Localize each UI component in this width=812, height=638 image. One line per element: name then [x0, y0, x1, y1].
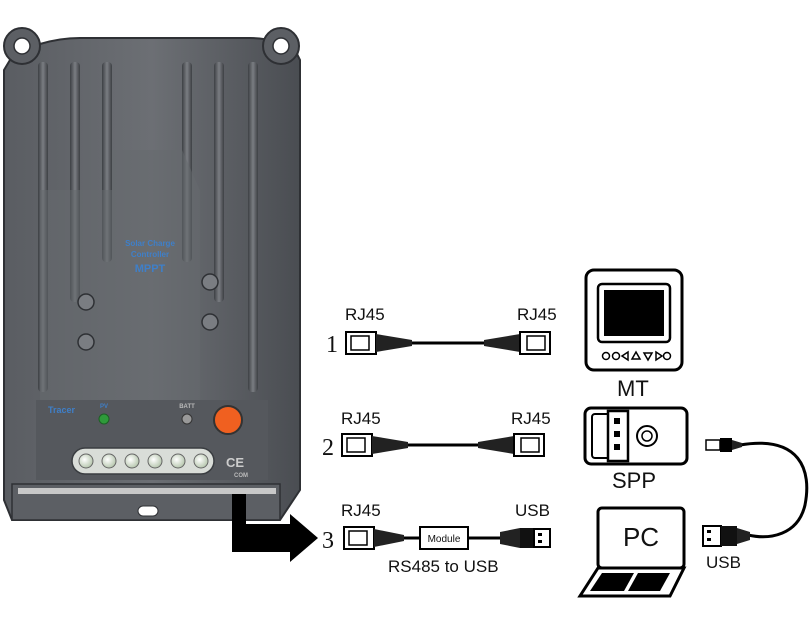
ce-mark: CE — [226, 455, 244, 470]
pv-label: PV — [100, 404, 108, 410]
setting-button[interactable] — [213, 405, 243, 435]
cable-2-left-connector-label: RJ45 — [341, 409, 381, 428]
pv-led — [98, 413, 110, 425]
com-port-slot — [18, 488, 276, 494]
rj45-plug-left — [343, 526, 404, 550]
cable-3-right-connector-label: USB — [515, 501, 550, 520]
model-label: MPPT — [135, 263, 166, 275]
pc-laptop: PC — [577, 506, 687, 598]
mounting-ear-right — [262, 27, 300, 65]
usb-a-plug — [702, 525, 750, 547]
cable-2-right-connector-label: RJ45 — [511, 409, 551, 428]
rs485-module: Module — [419, 526, 469, 550]
rj45-plug-right — [484, 331, 551, 355]
mt-button-row — [601, 350, 672, 362]
com-label: COM — [234, 473, 248, 479]
mt-device-label: MT — [617, 376, 649, 401]
series-label: Tracer — [48, 405, 76, 415]
usb-plug — [500, 528, 551, 548]
mounting-ear-left — [3, 27, 41, 65]
terminal-screws — [77, 273, 219, 351]
status-led-row — [71, 447, 215, 475]
batt-label: BATT — [179, 404, 195, 410]
cable-3-left-connector-label: RJ45 — [341, 501, 381, 520]
batt-led — [181, 413, 193, 425]
spp-device-label: SPP — [612, 468, 656, 493]
cable-1-right-connector-label: RJ45 — [517, 305, 557, 324]
cable-1: 1 RJ45 RJ45 — [326, 305, 557, 358]
rj45-plug-left — [341, 433, 408, 457]
bottom-mount-hole — [137, 505, 159, 517]
rj45-plug-left — [345, 331, 412, 355]
cable-1-left-connector-label: RJ45 — [345, 305, 385, 324]
cable-2-number: 2 — [322, 435, 334, 461]
spp-device: SPP — [583, 406, 689, 493]
cable-1-number: 1 — [326, 332, 338, 358]
cable-3-name: RS485 to USB — [388, 557, 499, 576]
com-port-arrow — [232, 494, 318, 562]
cable-3: 3 RJ45 USB Module RS485 to USB — [322, 501, 551, 576]
usb-cable-loop — [739, 441, 809, 539]
cable-3-number: 3 — [322, 528, 334, 554]
mini-usb-plug — [705, 438, 742, 452]
brand-line1: Solar Charge — [125, 239, 175, 248]
usb-link-cable: USB — [702, 438, 809, 572]
cable-2: 2 RJ45 RJ45 — [322, 409, 551, 461]
solar-charge-controller: Solar Charge Controller MPPT Tracer PV B… — [3, 27, 301, 521]
mt-remote-meter: MT — [584, 268, 684, 401]
module-label: Module — [428, 534, 461, 545]
usb-label: USB — [706, 553, 741, 572]
brand-line2: Controller — [131, 250, 169, 259]
pc-device-label: PC — [623, 522, 659, 552]
rj45-plug-right — [478, 433, 545, 457]
